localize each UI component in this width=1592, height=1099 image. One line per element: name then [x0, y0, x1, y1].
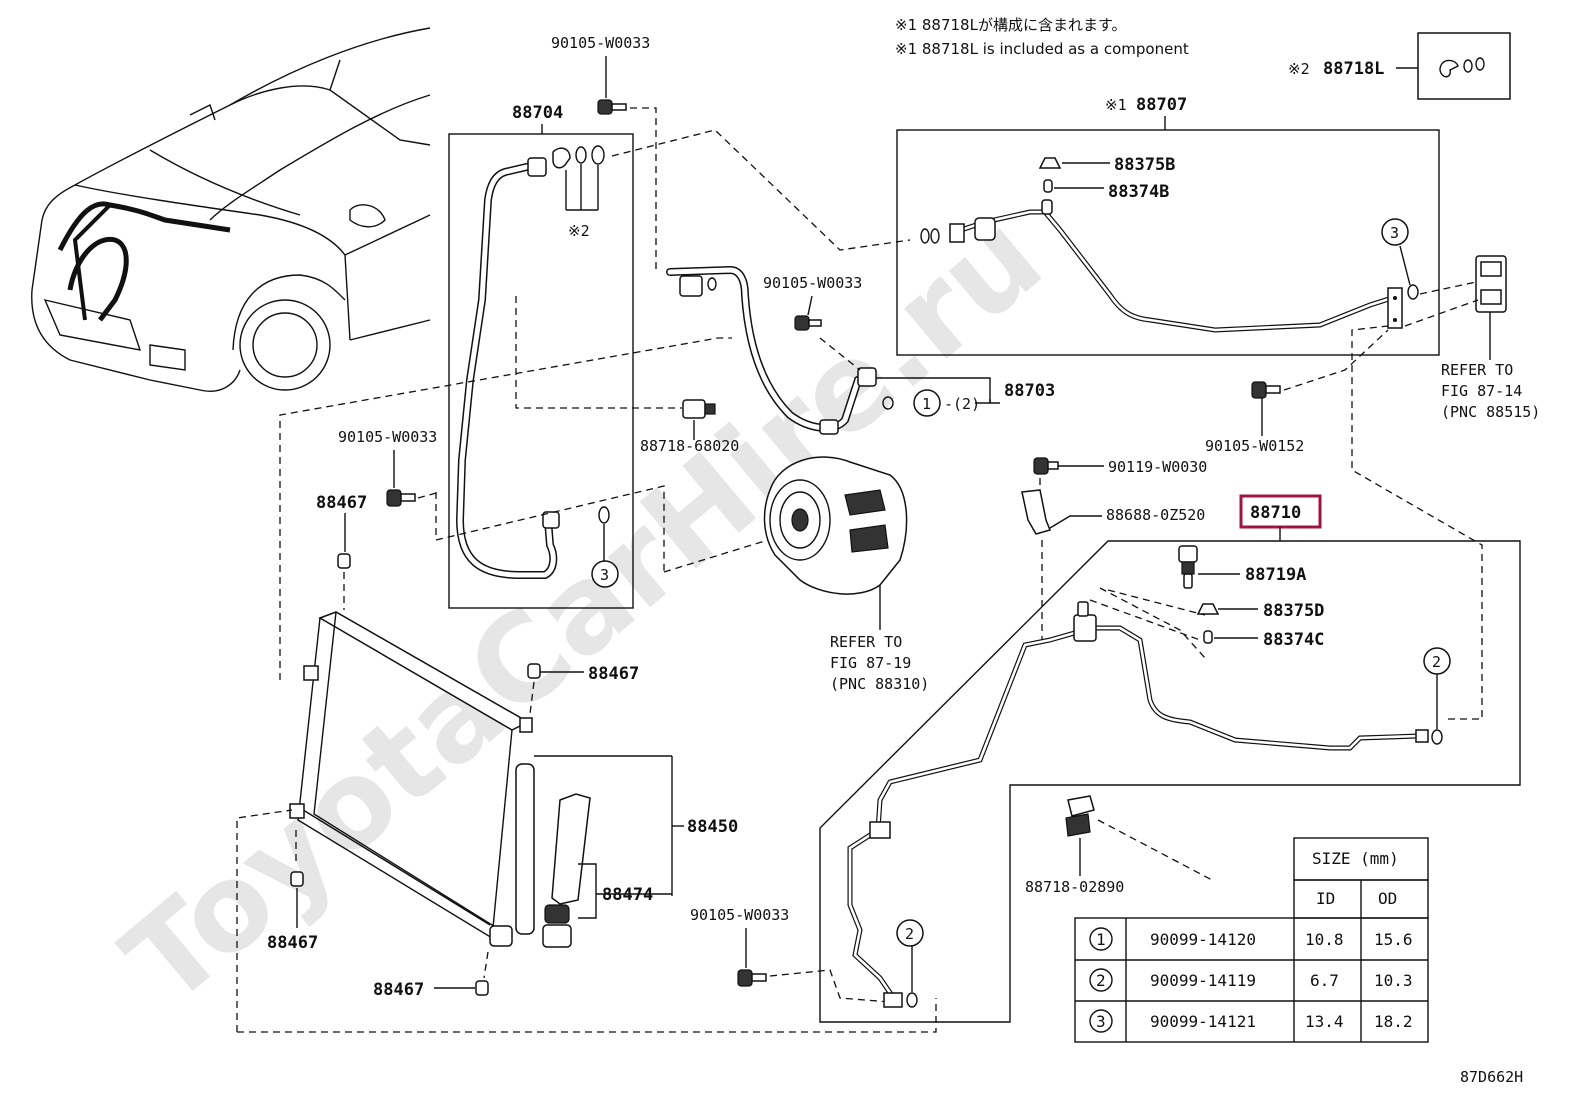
label-88707: 88707 [1136, 95, 1187, 115]
part-88718L[interactable]: ※2 88718L [1288, 32, 1511, 100]
diagram-id: 87D662H [1460, 1068, 1523, 1086]
row-part: 90099-14121 [1150, 1012, 1256, 1031]
label-88375D: 88375D [1263, 601, 1324, 621]
row-id: 6.7 [1310, 971, 1339, 990]
compressor-ref-line2: FIG 87-19 [830, 654, 911, 672]
clamp-88718-68020[interactable]: 88718-68020 [640, 399, 739, 455]
bolt-mid[interactable]: 90105-W0033 [763, 274, 862, 331]
label-88467-a: 88467 [316, 493, 367, 513]
label-clamp-02890: 88718-02890 [1025, 878, 1124, 896]
part-88704-group[interactable]: 88704 ※2 3 [448, 103, 634, 609]
row-od: 18.2 [1374, 1012, 1413, 1031]
bolt-90119-W0030[interactable]: 90119-W0030 [1033, 457, 1207, 476]
label-88719A: 88719A [1245, 565, 1306, 585]
label-bracket-0Z520: 88688-0Z520 [1106, 506, 1205, 524]
part-88467-c[interactable]: 88467 [267, 871, 318, 953]
note-jp: ※1 88718Lが構成に含まれます。 [895, 16, 1126, 34]
compressor-ref-line1: REFER TO [830, 633, 902, 651]
ring-3b-label: 3 [600, 566, 609, 584]
row-ref: 2 [1096, 971, 1106, 990]
label-88374C: 88374C [1263, 630, 1324, 650]
label-88703: 88703 [1004, 381, 1055, 401]
label-bolt-top: 90105-W0033 [551, 34, 650, 52]
row-part: 90099-14119 [1150, 971, 1256, 990]
ring-3-label: 3 [1390, 224, 1399, 242]
vehicle-illustration [31, 27, 431, 392]
note-en: ※1 88718L is included as a component [895, 40, 1189, 58]
part-88467-a[interactable]: 88467 [316, 493, 367, 569]
valve-ref-line1: REFER TO [1441, 361, 1513, 379]
label-88374B: 88374B [1108, 182, 1169, 202]
label-88710[interactable]: 88710 [1250, 503, 1301, 523]
col-id-header: ID [1316, 889, 1335, 908]
bracket-88688-0Z520[interactable]: 88688-0Z520 [1021, 489, 1205, 535]
valve-ref-line3: (PNC 88515) [1441, 403, 1540, 421]
mark-2: ※2 [1288, 60, 1310, 78]
table-row: 3 90099-14121 13.4 18.2 [1089, 1009, 1413, 1033]
bolt-bottom[interactable]: 90105-W0033 [690, 906, 789, 987]
label-88467-d: 88467 [373, 980, 424, 1000]
label-bolt-0030: 90119-W0030 [1108, 458, 1207, 476]
label-88375B: 88375B [1114, 155, 1175, 175]
clamp-88718-02890[interactable]: 88718-02890 [1025, 795, 1124, 896]
row-id: 13.4 [1305, 1012, 1344, 1031]
row-part: 90099-14120 [1150, 930, 1256, 949]
ring-1-label: 1 [922, 395, 931, 413]
row-ref: 3 [1096, 1012, 1106, 1031]
bolt-top[interactable]: 90105-W0033 [551, 34, 650, 115]
table-row: 2 90099-14119 6.7 10.3 [1089, 968, 1413, 992]
label-bolt-0152: 90105-W0152 [1205, 437, 1304, 455]
size-table-title: SIZE (mm) [1312, 849, 1399, 868]
compressor-ref-line3: (PNC 88310) [830, 675, 929, 693]
mark-1: ※1 [1105, 96, 1127, 114]
label-88474: 88474 [602, 885, 653, 905]
label-bolt-bottom: 90105-W0033 [690, 906, 789, 924]
row-od: 15.6 [1374, 930, 1413, 949]
label-88467-b: 88467 [588, 664, 639, 684]
label-bolt-mid: 90105-W0033 [763, 274, 862, 292]
watermark: ToyotaCarHire.ru [99, 188, 1068, 1032]
row-ref: 1 [1096, 930, 1106, 949]
label-88718L: 88718L [1323, 59, 1384, 79]
ring-2b-label: 2 [905, 925, 914, 943]
label-88467-c: 88467 [267, 933, 318, 953]
size-table: SIZE (mm) ID OD 1 90099-14120 10.8 15.6 … [1074, 837, 1429, 1043]
bolt-left[interactable]: 90105-W0033 [338, 428, 437, 507]
label-bolt-left: 90105-W0033 [338, 428, 437, 446]
condenser-88450[interactable]: 88450 [289, 611, 738, 947]
ring-2a-label: 2 [1432, 653, 1441, 671]
part-88710-group[interactable]: 88710 88719A 88375D 88374C 2 2 [819, 494, 1521, 1023]
part-88467-d[interactable]: 88467 [373, 980, 489, 1000]
col-od-header: OD [1378, 889, 1397, 908]
compressor[interactable]: REFER TO FIG 87-19 (PNC 88310) [763, 456, 930, 693]
part-88467-b[interactable]: 88467 [527, 663, 639, 684]
bolt-90105-W0152[interactable]: 90105-W0152 [1205, 381, 1304, 455]
expansion-valve[interactable]: REFER TO FIG 87-14 (PNC 88515) [1441, 255, 1540, 421]
ring-2-paren-label: -(2) [944, 395, 980, 413]
row-od: 10.3 [1374, 971, 1413, 990]
part-88703-group[interactable]: 1 -(2) 88703 [666, 265, 1055, 435]
label-88450: 88450 [687, 817, 738, 837]
part-88474-group[interactable]: 88474 [542, 793, 672, 948]
row-id: 10.8 [1305, 930, 1344, 949]
label-88704: 88704 [512, 103, 563, 123]
valve-ref-line2: FIG 87-14 [1441, 382, 1522, 400]
label-clamp-68020: 88718-68020 [640, 437, 739, 455]
mark-2-hose: ※2 [568, 222, 590, 240]
table-row: 1 90099-14120 10.8 15.6 [1089, 927, 1413, 951]
